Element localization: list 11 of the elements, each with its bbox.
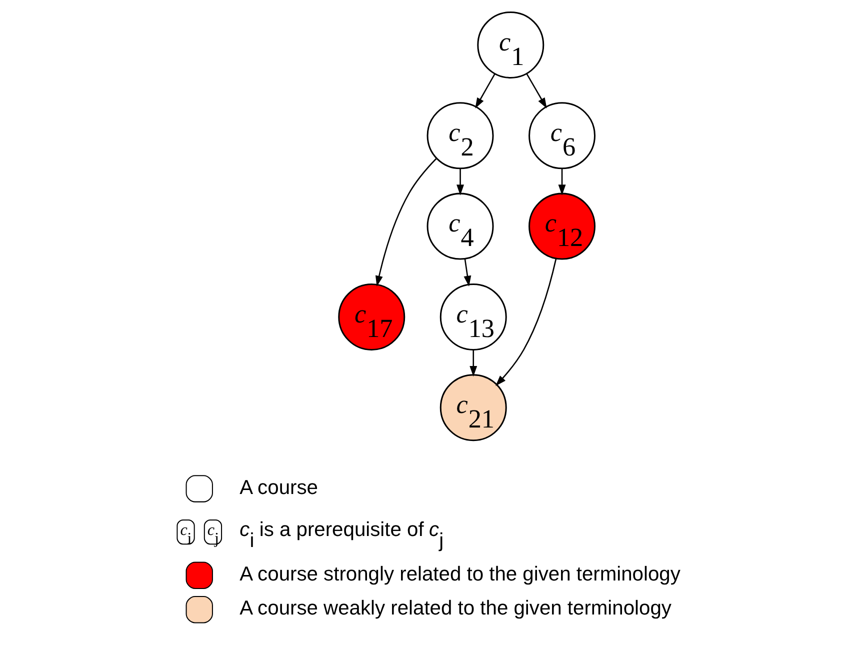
arrow [495, 258, 556, 386]
arrow [456, 168, 464, 196]
arrow [558, 168, 566, 196]
arrow [474, 74, 495, 108]
legend-label: A course strongly related to the given terminology [239, 563, 680, 586]
legend-label: A course weakly related to the given terminology [239, 598, 671, 620]
arrow [469, 350, 477, 377]
arrow [374, 158, 436, 286]
legend-label: A course [239, 476, 318, 499]
arrow [526, 74, 546, 108]
arrow [463, 258, 471, 287]
